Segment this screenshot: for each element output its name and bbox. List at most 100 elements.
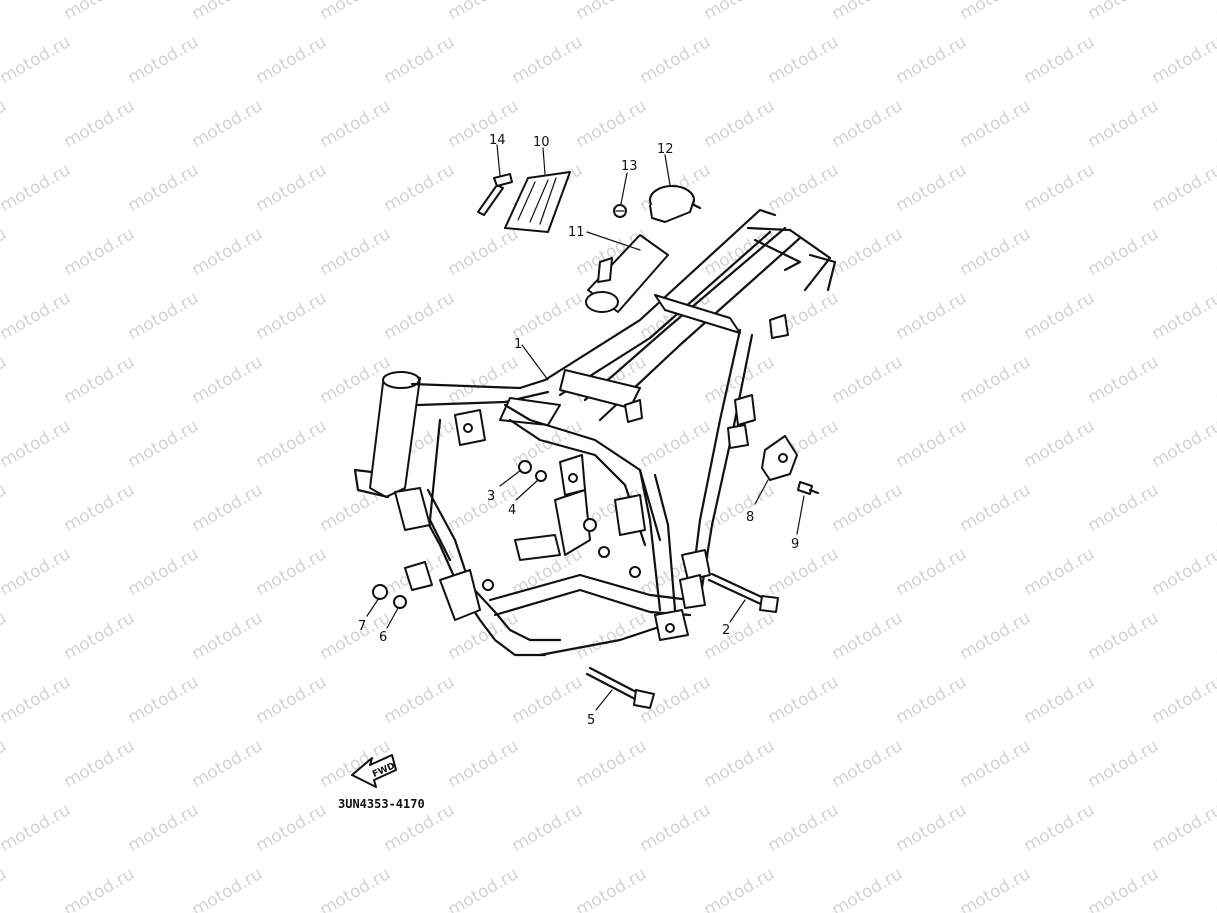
watermark-text: motod.ru — [381, 672, 459, 728]
watermark-text: motod.ru — [125, 672, 203, 728]
frame-drawing — [353, 208, 837, 657]
watermark-text: motod.ru — [253, 32, 331, 88]
watermark-text: motod.ru — [61, 0, 139, 24]
callout-12: 12 — [657, 142, 674, 157]
callout-11: 11 — [568, 225, 585, 240]
watermark-text: motod.ru — [637, 416, 715, 472]
watermark-text: motod.ru — [253, 288, 331, 344]
watermark-text: motod.ru — [1085, 224, 1163, 280]
part-4-washer — [535, 470, 547, 482]
watermark-text: motod.ru — [1021, 288, 1099, 344]
watermark-text: motod.ru — [253, 416, 331, 472]
part-2-bolt — [707, 572, 779, 613]
watermark-text: motod.ru — [381, 288, 459, 344]
watermark-text: motod.ru — [1213, 480, 1217, 536]
watermark-text: motod.ru — [189, 608, 267, 664]
watermark-text: motod.ru — [125, 160, 203, 216]
watermark-text: motod.ru — [0, 352, 10, 408]
part-6-washer — [393, 595, 407, 609]
watermark-text: motod.ru — [829, 224, 907, 280]
watermark-text: motod.ru — [317, 96, 395, 152]
watermark-text: motod.ru — [829, 96, 907, 152]
watermark-text: motod.ru — [0, 224, 10, 280]
watermark-text: motod.ru — [829, 0, 907, 24]
watermark-text: motod.ru — [957, 864, 1035, 913]
watermark-text: motod.ru — [957, 608, 1035, 664]
watermark-text: motod.ru — [189, 96, 267, 152]
watermark-text: motod.ru — [893, 32, 971, 88]
watermark-text: motod.ru — [0, 96, 10, 152]
watermark-text: motod.ru — [1149, 32, 1217, 88]
watermark-text: motod.ru — [957, 96, 1035, 152]
watermark-text: motod.ru — [1085, 352, 1163, 408]
watermark-text: motod.ru — [765, 672, 843, 728]
watermark-text: motod.ru — [829, 352, 907, 408]
callout-13: 13 — [621, 159, 638, 174]
watermark-text: motod.ru — [893, 544, 971, 600]
part-13-nut — [613, 204, 627, 218]
watermark-text: motod.ru — [573, 608, 651, 664]
watermark-text: motod.ru — [0, 32, 74, 88]
watermark-text: motod.ru — [189, 736, 267, 792]
watermark-text: motod.ru — [957, 224, 1035, 280]
watermark-text: motod.ru — [1213, 96, 1217, 152]
watermark-text: motod.ru — [637, 800, 715, 856]
watermark-text: motod.ru — [573, 96, 651, 152]
watermark-text: motod.ru — [61, 352, 139, 408]
watermark-text: motod.ru — [125, 288, 203, 344]
watermark-text: motod.ru — [701, 224, 779, 280]
watermark-text: motod.ru — [0, 672, 74, 728]
watermark-text: motod.ru — [1149, 160, 1217, 216]
watermark-text: motod.ru — [317, 864, 395, 913]
watermark-text: motod.ru — [445, 224, 523, 280]
watermark-text: motod.ru — [1149, 672, 1217, 728]
callout-8: 8 — [746, 510, 754, 525]
watermark-text: motod.ru — [0, 288, 74, 344]
watermark-text: motod.ru — [61, 736, 139, 792]
callout-3: 3 — [487, 489, 495, 504]
watermark-text: motod.ru — [957, 352, 1035, 408]
watermark-text: motod.ru — [61, 224, 139, 280]
watermark-text: motod.ru — [381, 32, 459, 88]
watermark-text: motod.ru — [957, 736, 1035, 792]
part-8-bracket — [761, 435, 798, 481]
watermark-text: motod.ru — [253, 544, 331, 600]
watermark-text: motod.ru — [1213, 864, 1217, 913]
watermark-text: motod.ru — [893, 288, 971, 344]
watermark-text: motod.ru — [445, 736, 523, 792]
watermark-text: motod.ru — [829, 736, 907, 792]
watermark-text: motod.ru — [573, 0, 651, 24]
watermark-text: motod.ru — [1085, 96, 1163, 152]
watermark-text: motod.ru — [0, 864, 10, 913]
watermark-text: motod.ru — [829, 608, 907, 664]
callouts: 14 10 12 13 11 1 3 4 8 9 7 6 2 5 — [358, 133, 799, 728]
watermark-text: motod.ru — [1085, 736, 1163, 792]
watermark-text: motod.ru — [189, 864, 267, 913]
watermark-text: motod.ru — [1085, 0, 1163, 24]
watermark-text: motod.ru — [0, 416, 74, 472]
callout-5: 5 — [587, 713, 595, 728]
watermark-text: motod.ru — [253, 160, 331, 216]
watermark-text: motod.ru — [573, 736, 651, 792]
watermark-text: motod.ru — [1213, 0, 1217, 24]
part-front-mount — [404, 561, 433, 591]
diagram-code: 3UN4353-4170 — [338, 797, 425, 811]
watermark-text: motod.ru — [765, 160, 843, 216]
watermark-text: motod.ru — [1085, 864, 1163, 913]
head-pipe — [369, 371, 421, 498]
watermark-text: motod.ru — [509, 800, 587, 856]
watermark-text: motod.ru — [509, 32, 587, 88]
watermark-text: motod.ru — [189, 480, 267, 536]
watermark-text: motod.ru — [637, 32, 715, 88]
part-11-tube — [585, 234, 669, 313]
watermark-text: motod.ru — [381, 160, 459, 216]
watermark-text: motod.ru — [445, 96, 523, 152]
watermark-text: motod.ru — [893, 672, 971, 728]
watermark-text: motod.ru — [1021, 544, 1099, 600]
watermark-text: motod.ru — [893, 800, 971, 856]
watermark-text: motod.ru — [445, 0, 523, 24]
watermark-text: motod.ru — [701, 736, 779, 792]
watermark-text: motod.ru — [61, 96, 139, 152]
watermark-text: motod.ru — [1021, 32, 1099, 88]
